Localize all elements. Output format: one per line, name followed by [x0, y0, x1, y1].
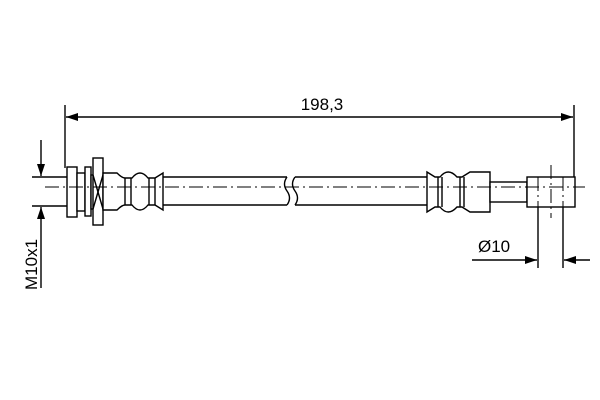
length-label: 198,3 [301, 95, 344, 114]
left-fitting [66, 157, 164, 226]
diameter-dimension: Ø10 [472, 207, 590, 268]
right-fitting [426, 165, 576, 218]
diameter-label: Ø10 [478, 237, 510, 256]
thread-dimension: M10x1 [22, 140, 68, 290]
hose [163, 176, 427, 206]
thread-label: M10x1 [22, 239, 41, 290]
length-dimension: 198,3 [64, 95, 575, 177]
